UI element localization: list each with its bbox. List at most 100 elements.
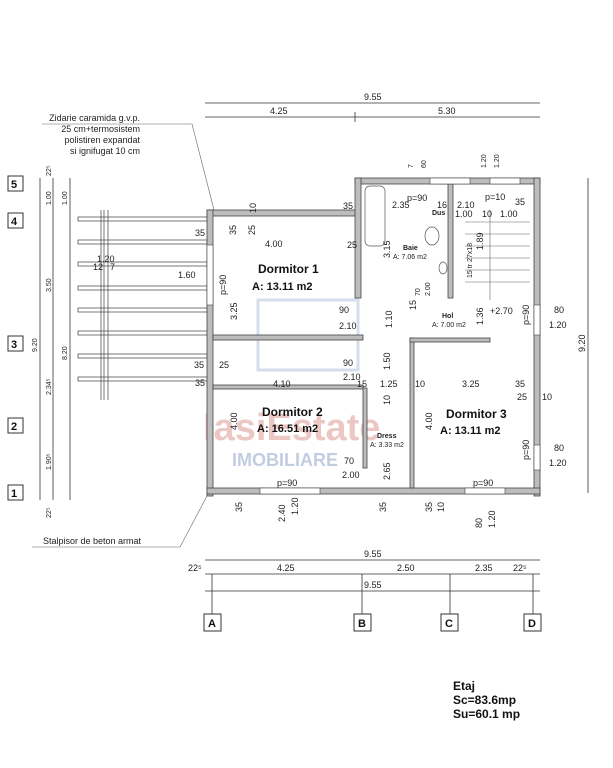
dimension-label: 1.00	[62, 191, 69, 205]
grid-row-2: 2	[11, 421, 17, 433]
dimension-label: 35	[515, 197, 525, 207]
dimension-label: 1.89	[475, 232, 485, 250]
wall-note: Zidarie caramida g.v.p. 25 cm+termosiste…	[42, 113, 215, 211]
room-area-baie: A: 7.06 m2	[393, 254, 427, 261]
room-name-hol: Hol	[442, 313, 453, 320]
dimension-label: 2.10	[457, 200, 475, 210]
dimension-label: p=90	[521, 440, 531, 460]
dimension-label: 1.36	[475, 307, 485, 325]
room-area-dormitor-1: A: 13.11 m2	[252, 281, 313, 293]
room-labels: Dormitor 1 A: 13.11 m2 Dormitor 2 A: 16.…	[252, 210, 513, 449]
grid-col-c: C	[445, 618, 453, 630]
dimension-label: 25	[347, 240, 357, 250]
dimension-label: 2.40	[277, 504, 287, 522]
dimension-label: 4.10	[273, 379, 291, 389]
dim-top-total: 9.55	[364, 92, 382, 102]
column-note: Stalpisor de beton armat	[32, 495, 208, 548]
dimension-label: 1.10	[384, 310, 394, 328]
dimension-label: 1.00	[46, 191, 53, 205]
dimension-label: 25	[517, 392, 527, 402]
grid-col-a: A	[208, 618, 216, 630]
elevation-label: +2.70	[490, 306, 513, 316]
dimension-label: 2.00	[342, 470, 360, 480]
grid-row-3: 3	[11, 339, 17, 351]
room-area-dormitor-2: A: 16.51 m2	[257, 423, 318, 435]
dimension-label: 35	[195, 228, 205, 238]
dimension-label: 10	[248, 203, 258, 213]
left-dimensions: 9.20 8.20 1.00 1.00 3.50 2.34⁵ 1.90⁵ 22⁵…	[32, 165, 71, 518]
dimension-label: 2.10	[339, 321, 357, 331]
right-dimension: 9.20	[577, 178, 589, 493]
dimension-label: 1.20	[97, 254, 115, 264]
dimension-label: 4.00	[229, 412, 239, 430]
dimension-label: 25	[219, 360, 229, 370]
walls	[206, 177, 541, 497]
grid-row-4: 4	[11, 216, 18, 228]
dimension-label: 35	[378, 502, 388, 512]
room-name-dormitor-3: Dormitor 3	[446, 407, 507, 421]
room-name-dormitor-2: Dormitor 2	[262, 405, 323, 419]
dimension-label: 15	[357, 379, 367, 389]
room-area-dress: A: 3.33 m2	[370, 442, 404, 449]
su-label: Su=60.1 mp	[453, 707, 520, 721]
room-name-dormitor-1: Dormitor 1	[258, 262, 319, 276]
dimension-label: 22⁵	[46, 507, 53, 518]
interior-dimensions: 4.00 3.25 p=90 1.60 35 25 35 25 10 2.35 …	[178, 192, 567, 528]
dimension-label: 3.15	[382, 240, 392, 258]
dimension-label: 3.50	[46, 278, 53, 292]
dimension-label: 7	[110, 262, 115, 272]
stairs	[465, 210, 530, 300]
dimension-label: 4.25	[277, 563, 295, 573]
dimension-label: p=90	[407, 193, 427, 203]
level-label: Etaj	[453, 679, 475, 693]
dimension-label: 12	[93, 262, 103, 272]
dimension-label: 22⁵	[513, 563, 527, 573]
dimension-label: 1.20	[494, 154, 501, 168]
dimension-label: 10	[415, 379, 425, 389]
grid-row-5: 5	[11, 179, 17, 191]
room-name-dress: Dress	[377, 433, 397, 440]
dimension-label: Stalpisor de beton armat	[43, 536, 142, 546]
dimension-label: 70	[344, 456, 354, 466]
room-name-baie: Baie	[403, 245, 418, 252]
dimension-label: 1.00	[500, 209, 518, 219]
dimension-label: 10	[436, 502, 446, 512]
dimension-label: 2.00	[425, 282, 432, 296]
sink	[438, 261, 448, 275]
dimension-label: 35	[343, 201, 353, 211]
dimension-label: 2.50	[397, 563, 415, 573]
dimension-label: 1.90⁵	[46, 453, 53, 470]
stairs-label: 15 tr 27x18	[467, 243, 474, 278]
dimension-label: 9.55	[364, 549, 382, 559]
dimension-label: 10	[482, 209, 492, 219]
dimension-label: 16	[437, 200, 447, 210]
dimension-label: 70	[415, 288, 422, 296]
dimension-label: 35	[195, 378, 205, 388]
dimension-label: 90	[343, 358, 353, 368]
dimension-label: 35	[424, 502, 434, 512]
dimension-label: 1.60	[178, 270, 196, 280]
grid-row-1: 1	[11, 488, 17, 500]
dimension-label: 22⁵	[46, 165, 53, 176]
sc-label: Sc=83.6mp	[453, 693, 516, 707]
dimension-label: 25	[247, 225, 257, 235]
dimension-label: 22⁵	[188, 563, 202, 573]
dimension-label: 4.00	[265, 239, 283, 249]
dimension-label: 15	[408, 300, 418, 310]
pergola: 1.20 12 7	[77, 210, 208, 400]
dimension-label: p=90	[218, 275, 228, 295]
dimension-label: p=90	[521, 305, 531, 325]
dimension-label: 90	[339, 305, 349, 315]
dimension-label: polistiren expandat	[64, 135, 140, 145]
watermark: IasiEstate IMOBILIARE	[203, 298, 380, 470]
dimension-label: si ignifugat 10 cm	[70, 146, 140, 156]
dimension-label: 9.20	[32, 338, 39, 352]
dimension-label: 8.20	[62, 346, 69, 360]
bottom-dimensions: 9.55 4.25 2.50 2.35 22⁵ 22⁵ 9.55	[188, 549, 540, 614]
dimension-label: 7	[408, 164, 415, 168]
dimension-label: 2.10	[343, 372, 361, 382]
area-summary: Etaj Sc=83.6mp Su=60.1 mp	[453, 679, 520, 721]
dimension-label: 35	[515, 379, 525, 389]
dimension-label: 9.20	[577, 334, 587, 352]
dimension-label: 2.35	[392, 200, 410, 210]
